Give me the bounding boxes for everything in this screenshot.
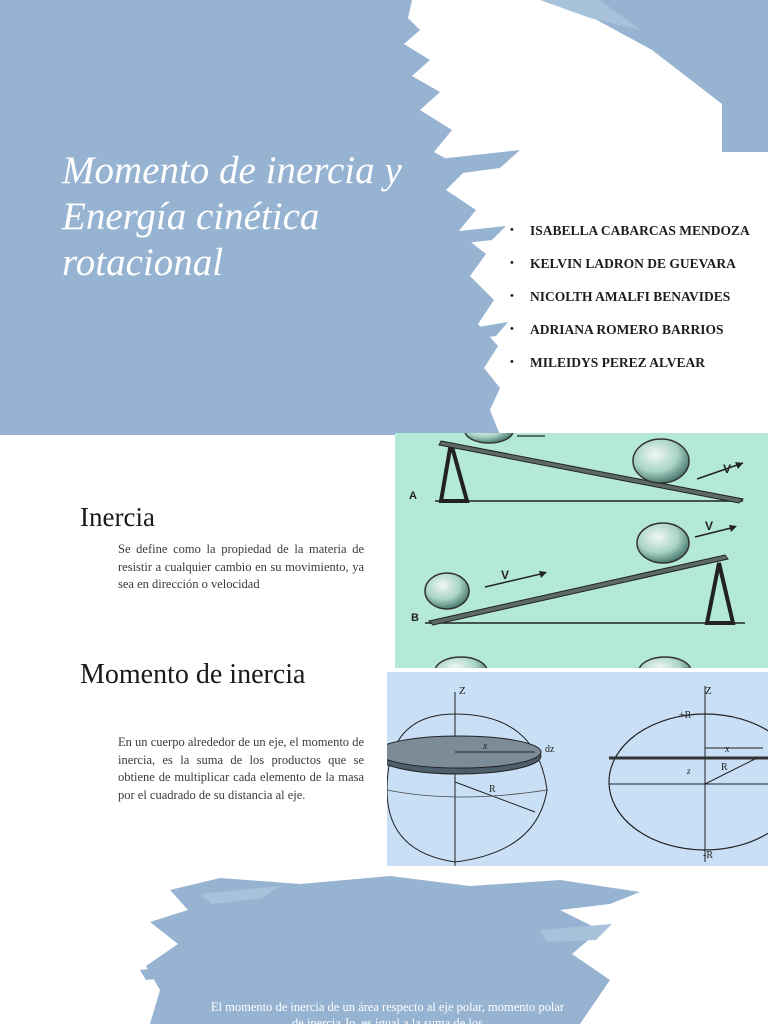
velocity-arrow <box>694 526 736 538</box>
footer-text: El momento de inercia de un área respect… <box>210 1000 565 1030</box>
small-z-label: z <box>686 766 691 776</box>
x-label: x <box>482 741 488 752</box>
ball <box>632 438 690 484</box>
z-axis-label: Z <box>705 685 712 697</box>
incline-plank <box>438 440 745 504</box>
minus-r-label: -R <box>703 850 713 861</box>
footer-brush-background <box>140 876 640 1024</box>
r-label: R <box>489 784 496 795</box>
ball <box>636 522 690 564</box>
inercia-description: Se define como la propiedad de la materi… <box>118 542 364 591</box>
author-item: MILEIDYS PEREZ ALVEAR <box>510 354 760 371</box>
author-item: ADRIANA ROMERO BARRIOS <box>510 321 760 338</box>
inercia-heading: Inercia <box>80 502 155 532</box>
velocity-arrow <box>696 462 744 480</box>
momento-heading: Momento de inercia <box>80 659 306 690</box>
radius-line <box>704 757 758 785</box>
ball <box>424 572 470 610</box>
dz-label: dz <box>545 744 555 755</box>
velocity-arrow <box>484 572 546 588</box>
velocity-label: V <box>723 462 731 476</box>
author-item: NICOLTH AMALFI BENAVIDES <box>510 288 760 305</box>
author-item: KELVIN LADRON DE GUEVARA <box>510 255 760 272</box>
panel-b-label: B <box>411 612 419 624</box>
incline-plank <box>428 554 729 626</box>
support-triangle <box>438 442 470 503</box>
author-item: ISABELLA CABARCAS MENDOZA <box>510 222 760 239</box>
z-axis-label: Z <box>459 685 466 697</box>
ramp-illustration: V A V V B <box>395 433 768 668</box>
ball <box>434 656 488 668</box>
ball <box>464 433 514 444</box>
momento-description: En un cuerpo alrededor de un eje, el mom… <box>118 735 364 802</box>
r-label: R <box>721 762 728 773</box>
header-brush-background <box>0 0 768 435</box>
support-triangle <box>704 562 736 625</box>
velocity-label: V <box>501 568 509 582</box>
velocity-label: V <box>705 519 713 533</box>
panel-a-label: A <box>409 490 417 502</box>
author-list: ISABELLA CABARCAS MENDOZA KELVIN LADRON … <box>510 222 760 387</box>
radius-line <box>454 781 536 813</box>
slide-title: Momento de inercia y Energía cinética ro… <box>62 149 402 284</box>
x-label: x <box>724 744 730 755</box>
ball <box>638 656 692 668</box>
sphere-diagram: Z x dz R Z +R -R x R z <box>387 672 768 866</box>
sphere-outline <box>608 713 768 851</box>
